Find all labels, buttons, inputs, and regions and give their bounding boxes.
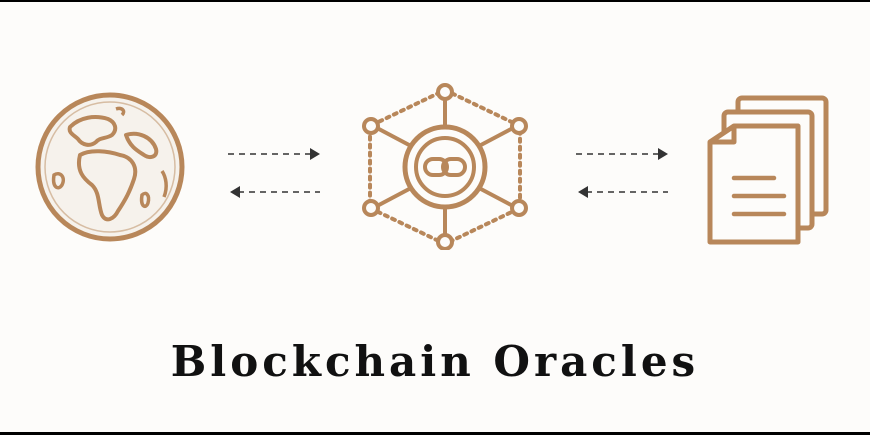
- arrow-right-icon: [576, 148, 668, 160]
- diagram-title: Blockchain Oracles: [170, 337, 700, 386]
- documents-icon: [707, 95, 829, 245]
- oracle-network-hub-icon: [362, 83, 528, 250]
- node-circle: [510, 117, 528, 135]
- node-circle: [362, 117, 380, 135]
- node-circle: [510, 199, 528, 217]
- arrow-right-icon: [228, 148, 320, 160]
- arrow-left-icon: [578, 186, 668, 198]
- bidirectional-arrows-right: [576, 148, 668, 198]
- chain-link-icon: [423, 157, 467, 177]
- arrow-left-icon: [230, 186, 320, 198]
- node-circle: [436, 233, 454, 250]
- bidirectional-arrows-left: [228, 148, 320, 198]
- node-circle: [436, 83, 454, 101]
- node-circle: [362, 199, 380, 217]
- globe-icon: [35, 92, 185, 242]
